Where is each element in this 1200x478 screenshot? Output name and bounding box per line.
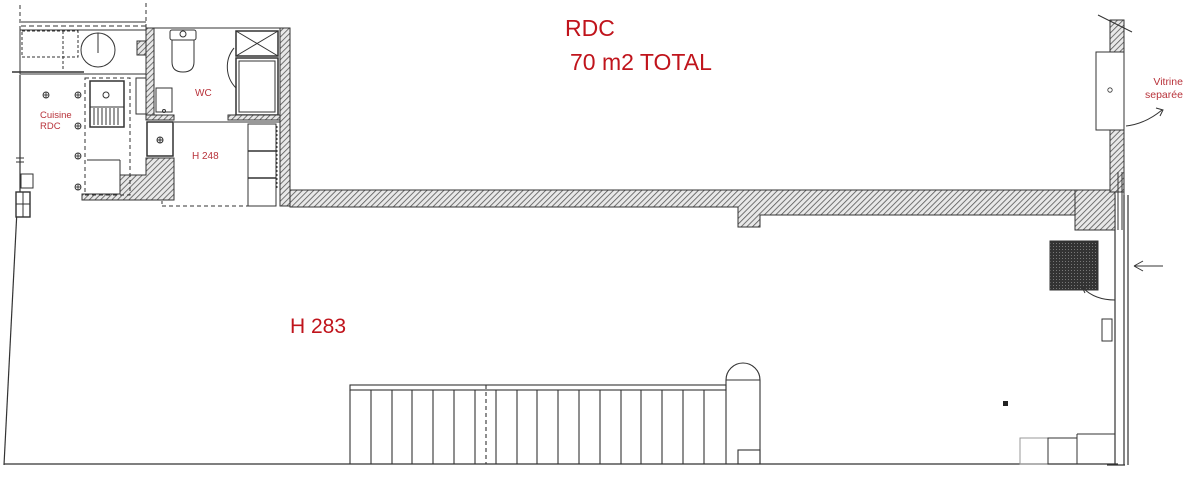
plan-title: RDC xyxy=(565,15,615,41)
service-block xyxy=(12,3,291,218)
entrance-arrow-icon xyxy=(1133,260,1163,272)
right-side-fixtures xyxy=(1003,240,1116,406)
hatched-wall-right xyxy=(1097,14,1133,230)
counter-with-panels xyxy=(349,384,727,464)
storage-height-label: H 248 xyxy=(192,151,219,162)
plan-total-area: 70 m2 TOTAL xyxy=(570,49,712,75)
wc-label: WC xyxy=(195,88,212,99)
vitrine-annotation: Vitrine separée xyxy=(1145,76,1183,102)
bottom-right-boxes xyxy=(1019,433,1115,465)
small-square-marker xyxy=(1003,401,1008,406)
vitrine-label-line1: Vitrine xyxy=(1153,76,1183,88)
socket-icons xyxy=(42,91,82,191)
kitchen-label-line2: RDC xyxy=(40,121,61,132)
vitrine-label-line2: separée xyxy=(1145,89,1183,101)
vitrine-display-case xyxy=(1095,51,1164,131)
kitchen-label-line1: Cuisine xyxy=(40,110,72,121)
half-round-column xyxy=(725,362,761,465)
dark-grid-square xyxy=(1049,240,1099,291)
hatched-wall-main xyxy=(289,189,1116,231)
main-room-height-label: H 283 xyxy=(290,315,347,338)
kitchen-label: Cuisine RDC xyxy=(40,110,72,132)
outer-walls xyxy=(3,75,1129,466)
